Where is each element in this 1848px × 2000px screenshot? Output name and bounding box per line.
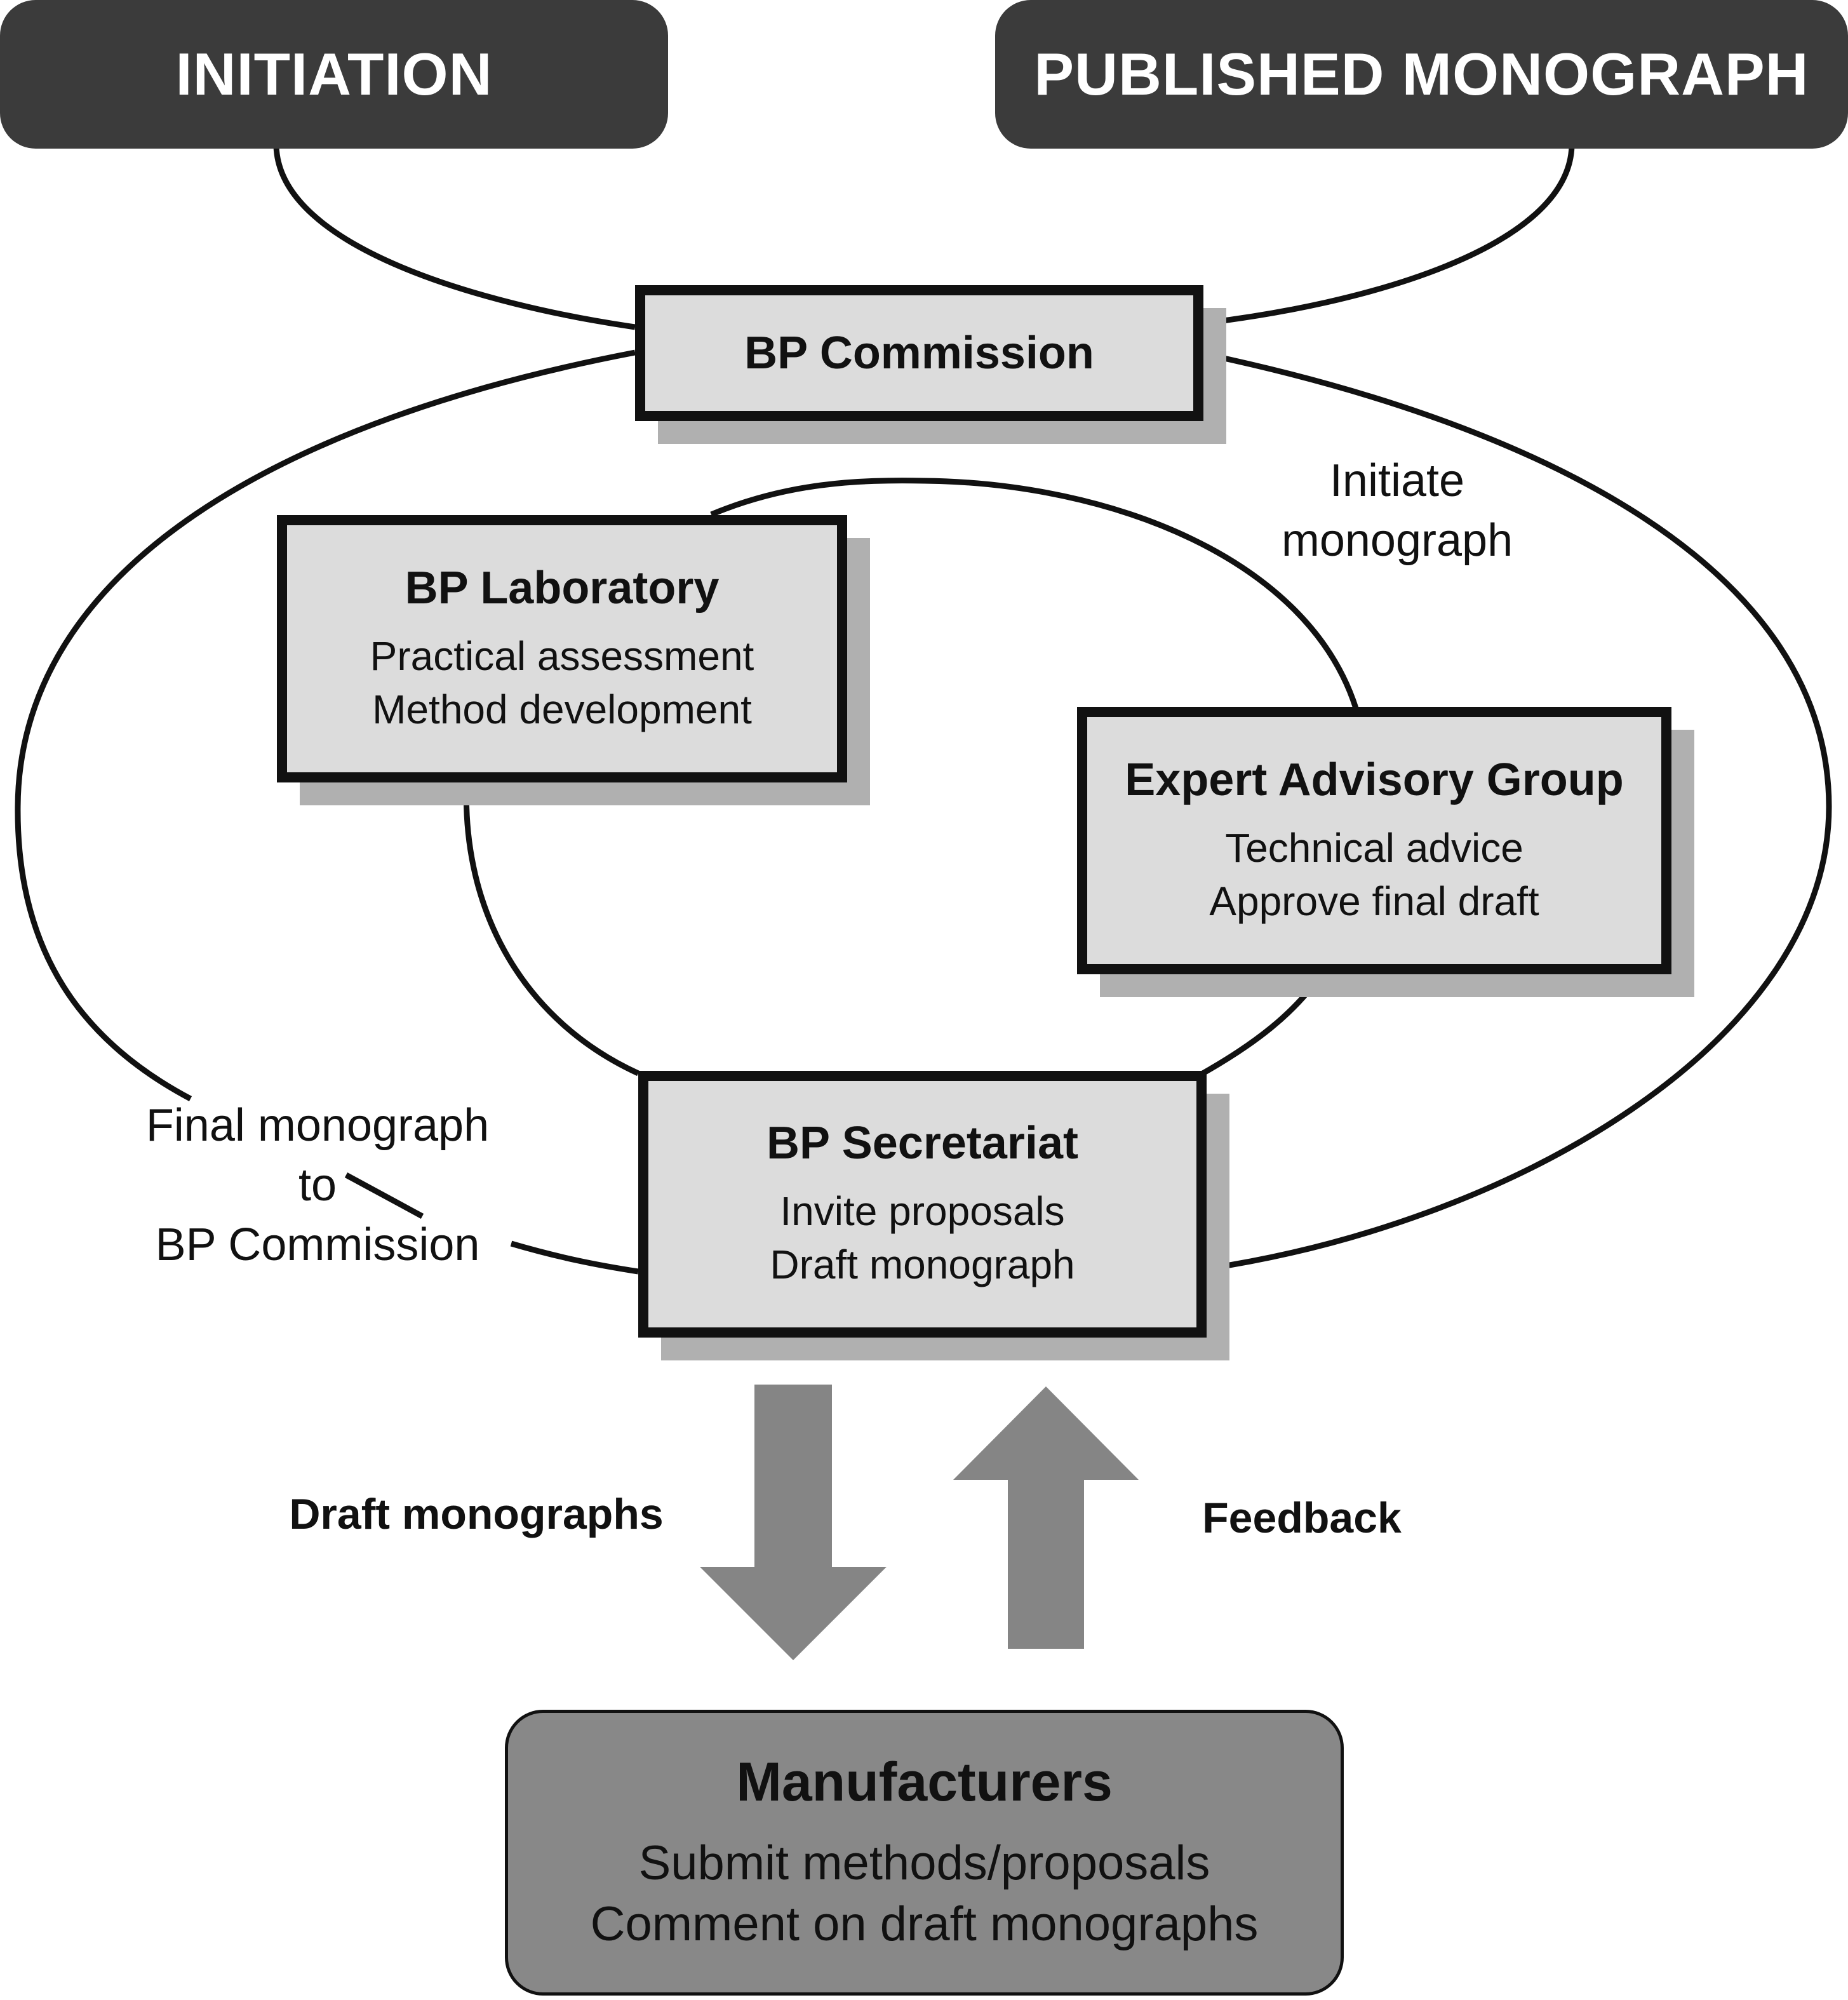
inner-loop-right [1195, 969, 1327, 1079]
bp-laboratory-line-1: Practical assessment [370, 633, 754, 679]
final-monograph-label: Final monograph to BP Commission [95, 1096, 540, 1275]
manufacturers-line-2: Comment on draft monographs [590, 1896, 1259, 1951]
feedback-label: Feedback [1202, 1494, 1402, 1542]
bp-secretariat-line-2: Draft monograph [770, 1242, 1075, 1287]
final-monograph-line-3: BP Commission [155, 1219, 480, 1270]
bp-laboratory-title: BP Laboratory [405, 562, 720, 614]
published-monograph-text: PUBLISHED MONOGRAPH [1034, 41, 1809, 107]
draft-monographs-label: Draft monographs [289, 1490, 664, 1538]
manufacturers-title: Manufacturers [736, 1751, 1113, 1813]
initiation-connector [273, 145, 636, 330]
outer-loop-right [1196, 349, 1832, 1273]
initiate-monograph-label: Initiate monograph [1219, 451, 1575, 570]
published-connector [1196, 145, 1575, 327]
outer-loop-left [15, 349, 636, 1101]
expert-advisory-group-title: Expert Advisory Group [1125, 754, 1624, 805]
published-monograph-banner: PUBLISHED MONOGRAPH [995, 0, 1848, 149]
initiate-monograph-line-1: Initiate [1329, 455, 1465, 506]
initiate-monograph-line-2: monograph [1281, 515, 1513, 566]
expert-advisory-group-line-2: Approve final draft [1209, 878, 1539, 924]
up-arrow [953, 1386, 1139, 1649]
manufacturers-line-1: Submit methods/proposals [638, 1836, 1210, 1890]
down-arrow [700, 1385, 887, 1660]
bp-secretariat-title: BP Secretariat [767, 1118, 1078, 1169]
initiation-banner: INITIATION [0, 0, 668, 149]
bp-commission-title: BP Commission [744, 328, 1094, 379]
final-monograph-line-1: Final monograph [145, 1100, 490, 1151]
outer-loop-bottom-left-2 [510, 1240, 639, 1275]
outer-loop-bottom-left [344, 1172, 424, 1219]
expert-advisory-group-line-1: Technical advice [1225, 824, 1523, 871]
bp-secretariat-line-1: Invite proposals [780, 1188, 1065, 1234]
manufacturers-box: Manufacturers Submit methods/proposals C… [505, 1710, 1344, 1996]
initiation-text: INITIATION [175, 41, 493, 107]
bp-commission-box: BP Commission [635, 285, 1203, 421]
inner-loop-left [463, 777, 639, 1077]
inner-loop-top [710, 478, 1359, 709]
bp-secretariat-box: BP Secretariat Invite proposals Draft mo… [638, 1071, 1207, 1338]
expert-advisory-group-box: Expert Advisory Group Technical advice A… [1077, 707, 1671, 974]
bp-laboratory-box: BP Laboratory Practical assessment Metho… [277, 515, 847, 782]
final-monograph-line-2: to [298, 1160, 337, 1211]
bp-laboratory-line-2: Method development [372, 686, 752, 732]
